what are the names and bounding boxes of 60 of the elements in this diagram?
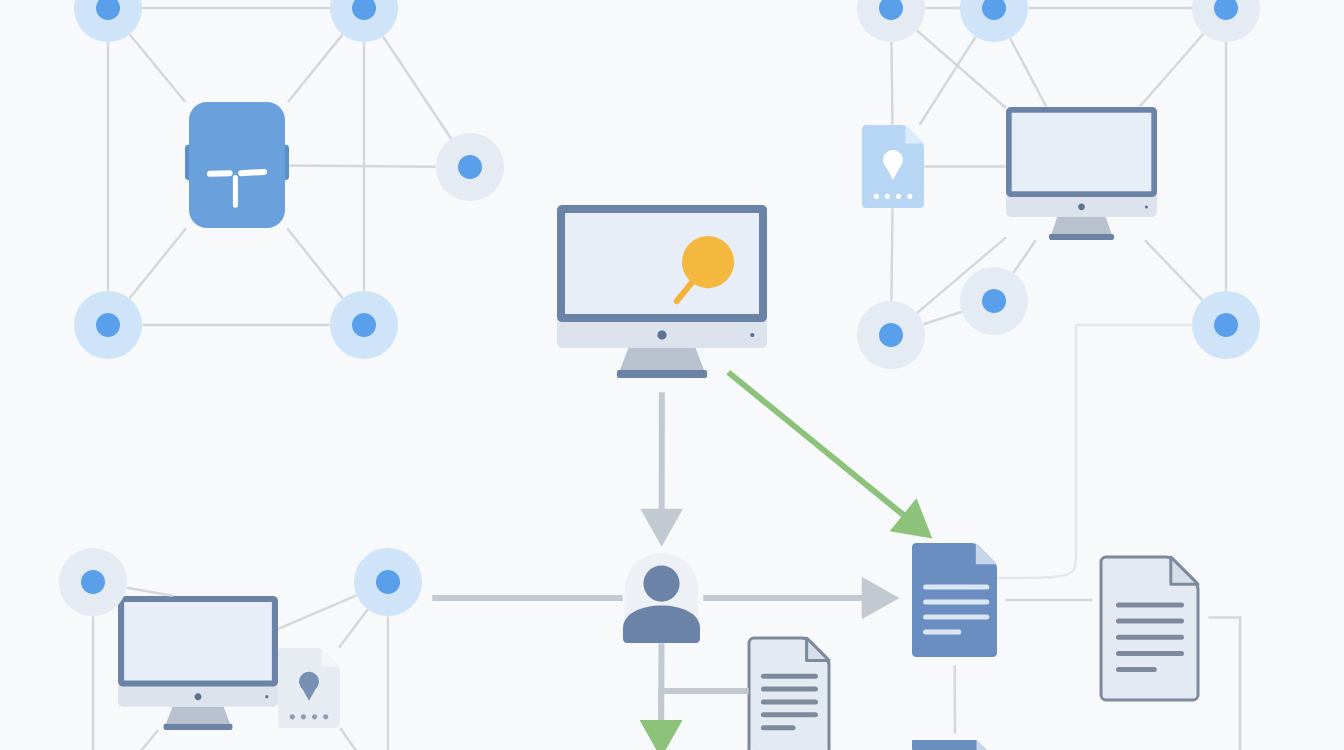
connector-line bbox=[890, 42, 894, 125]
connector-line bbox=[1012, 239, 1037, 274]
network-node bbox=[330, 0, 398, 42]
network-node bbox=[960, 0, 1028, 42]
connector-line bbox=[286, 227, 344, 299]
connector-line bbox=[277, 594, 357, 630]
file-pin-icon bbox=[278, 648, 340, 728]
connector-line bbox=[142, 6, 330, 10]
connector-line bbox=[287, 33, 344, 103]
connector-line bbox=[1224, 42, 1228, 291]
connector-line bbox=[1208, 616, 1242, 750]
connector-line bbox=[139, 729, 159, 750]
document-icon bbox=[912, 740, 987, 750]
monitor-icon bbox=[557, 205, 767, 378]
connector-line bbox=[997, 323, 1192, 580]
network-node bbox=[1192, 0, 1260, 42]
connector-line bbox=[918, 36, 977, 126]
connector-line bbox=[1028, 6, 1192, 10]
connector-line bbox=[142, 323, 330, 327]
connector-line bbox=[924, 165, 1006, 168]
connector-line bbox=[289, 164, 436, 168]
file-pin-icon bbox=[862, 125, 924, 208]
network-node bbox=[857, 301, 925, 369]
connector-line bbox=[128, 227, 187, 300]
connector-line bbox=[386, 616, 390, 750]
face-icon bbox=[185, 102, 289, 228]
network-node bbox=[330, 291, 398, 359]
connector-line bbox=[925, 6, 960, 10]
network-node bbox=[59, 548, 127, 616]
monitor-icon bbox=[1006, 107, 1157, 240]
connector-line bbox=[953, 665, 957, 734]
connector-line bbox=[128, 33, 187, 103]
connector-line bbox=[916, 236, 1007, 314]
network-node bbox=[960, 267, 1028, 335]
connector-line bbox=[362, 42, 366, 291]
network-node bbox=[74, 0, 142, 42]
document-icon bbox=[747, 636, 831, 750]
network-node bbox=[1192, 291, 1260, 359]
user-icon bbox=[623, 553, 700, 643]
network-node bbox=[74, 291, 142, 359]
connector-line bbox=[916, 29, 1007, 109]
network-node bbox=[436, 133, 504, 201]
monitor-icon bbox=[118, 596, 278, 730]
connector-line bbox=[1005, 598, 1093, 602]
document-icon bbox=[912, 543, 997, 657]
connector-line bbox=[890, 208, 894, 301]
connector-line bbox=[1008, 37, 1048, 108]
connector-line bbox=[91, 616, 95, 750]
document-icon bbox=[1099, 555, 1200, 702]
connector-line bbox=[923, 310, 962, 326]
connector-line bbox=[432, 595, 623, 601]
connector-line bbox=[339, 727, 359, 750]
connector-line bbox=[338, 608, 369, 649]
connector-line bbox=[381, 35, 453, 140]
connector-line bbox=[1144, 239, 1204, 302]
network-node bbox=[857, 0, 925, 42]
network-node bbox=[354, 548, 422, 616]
connector-line bbox=[126, 586, 173, 597]
connector-line bbox=[1138, 32, 1205, 108]
connector-line bbox=[106, 42, 110, 291]
